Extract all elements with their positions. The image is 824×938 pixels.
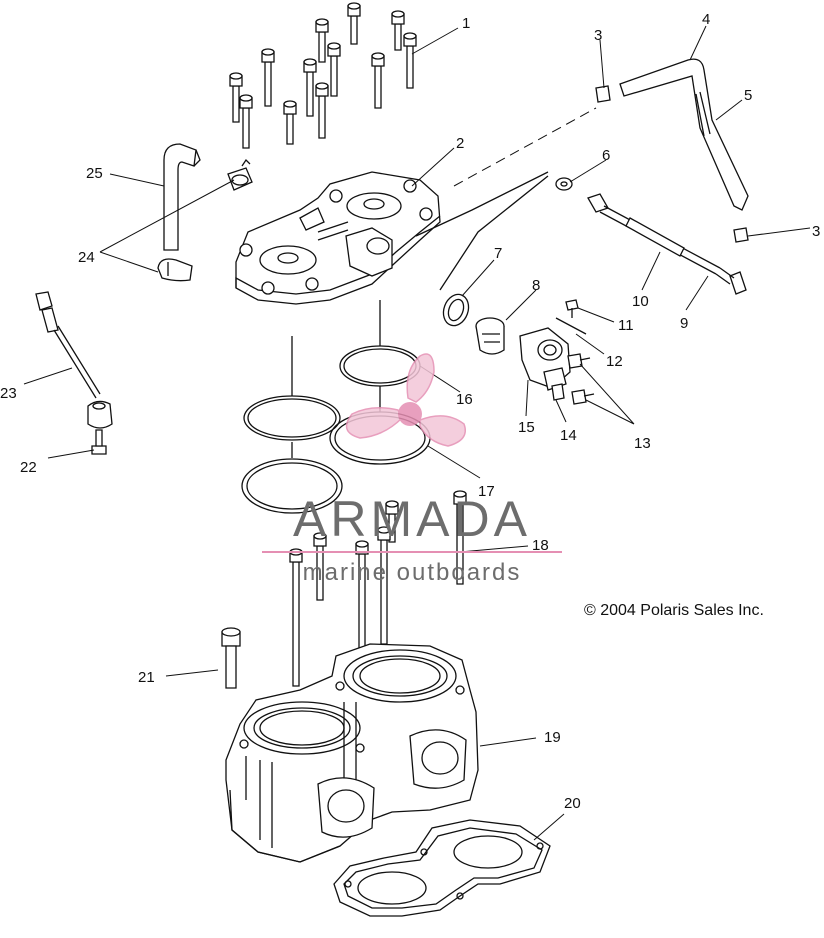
head-bolt (261, 48, 275, 107)
callout-18: 18 (532, 537, 549, 554)
wire-clip-12 (555, 317, 587, 335)
callout-20: 20 (564, 795, 581, 812)
callout-14: 14 (560, 427, 577, 444)
callout-25: 25 (86, 165, 103, 182)
callout-7: 7 (494, 245, 502, 262)
head-bolt (327, 42, 341, 97)
callout-21: 21 (138, 669, 155, 686)
callout-17: 17 (478, 483, 495, 500)
callout-11: 11 (618, 317, 634, 334)
callout-22: 22 (20, 459, 37, 476)
cylinder-bolts (289, 490, 467, 687)
callout-23: 23 (0, 385, 17, 402)
cylinder-bolt (453, 490, 467, 585)
thermostat (475, 317, 505, 355)
callout-10: 10 (632, 293, 649, 310)
callout-8: 8 (532, 277, 540, 294)
callout-3-right: 3 (812, 223, 820, 240)
head-bolt (391, 10, 405, 51)
vent-tube (619, 58, 749, 211)
callout-9: 9 (680, 315, 688, 332)
callout-2: 2 (456, 135, 464, 152)
callout-4: 4 (702, 11, 710, 28)
cylinder-head (235, 171, 441, 305)
watermark-underline (262, 551, 562, 553)
thermostat-housing (519, 327, 571, 391)
cylinder-bolt-21 (221, 627, 241, 689)
hose-clamp-upper (227, 158, 253, 191)
head-bolts (229, 2, 417, 149)
cylinder-bolt (377, 526, 391, 645)
thermostat-gasket (442, 293, 470, 327)
head-bolt (347, 2, 361, 45)
callout-16: 16 (456, 391, 473, 408)
ground-tab (551, 383, 565, 401)
watermark-brand-name: ARMADA (293, 491, 531, 547)
small-screw-11 (565, 299, 579, 318)
callout-15: 15 (518, 419, 535, 436)
cylinder-bolt (355, 540, 369, 651)
base-gasket (333, 819, 551, 917)
head-bolt (371, 52, 385, 109)
head-bolt (229, 72, 243, 123)
cylinder-block (225, 643, 479, 863)
hose-clamp-lower (157, 258, 193, 282)
callout-1: 1 (462, 15, 470, 32)
head-bolt (303, 58, 317, 117)
head-bolt (315, 18, 329, 63)
head-bolt (239, 94, 253, 149)
callout-labels: 1 2 3 3 4 5 6 7 8 9 10 11 12 13 14 15 16… (0, 11, 820, 812)
fitting-upper (595, 85, 611, 103)
cylinder-bolt (313, 532, 327, 601)
watermark-tagline: marine outboards (302, 559, 522, 586)
washer (555, 177, 573, 191)
callout-12: 12 (606, 353, 623, 370)
head-bolt (315, 82, 329, 139)
callout-13: 13 (634, 435, 651, 452)
callout-6: 6 (602, 147, 610, 164)
callout-24: 24 (78, 249, 95, 266)
temperature-sensor-lead (35, 291, 113, 455)
bypass-hose (163, 143, 201, 251)
propeller-logo-icon (345, 353, 466, 447)
callout-5: 5 (744, 87, 752, 104)
callout-3-upper: 3 (594, 27, 602, 44)
temperature-sender (587, 193, 747, 295)
head-bolt (283, 100, 297, 145)
fitting-right (733, 227, 749, 243)
copyright-notice: © 2004 Polaris Sales Inc. (584, 602, 764, 619)
callout-19: 19 (544, 729, 561, 746)
head-bolt (403, 32, 417, 89)
head-o-rings (241, 345, 431, 514)
leader-lines (23, 25, 811, 841)
housing-bolts (567, 353, 595, 405)
